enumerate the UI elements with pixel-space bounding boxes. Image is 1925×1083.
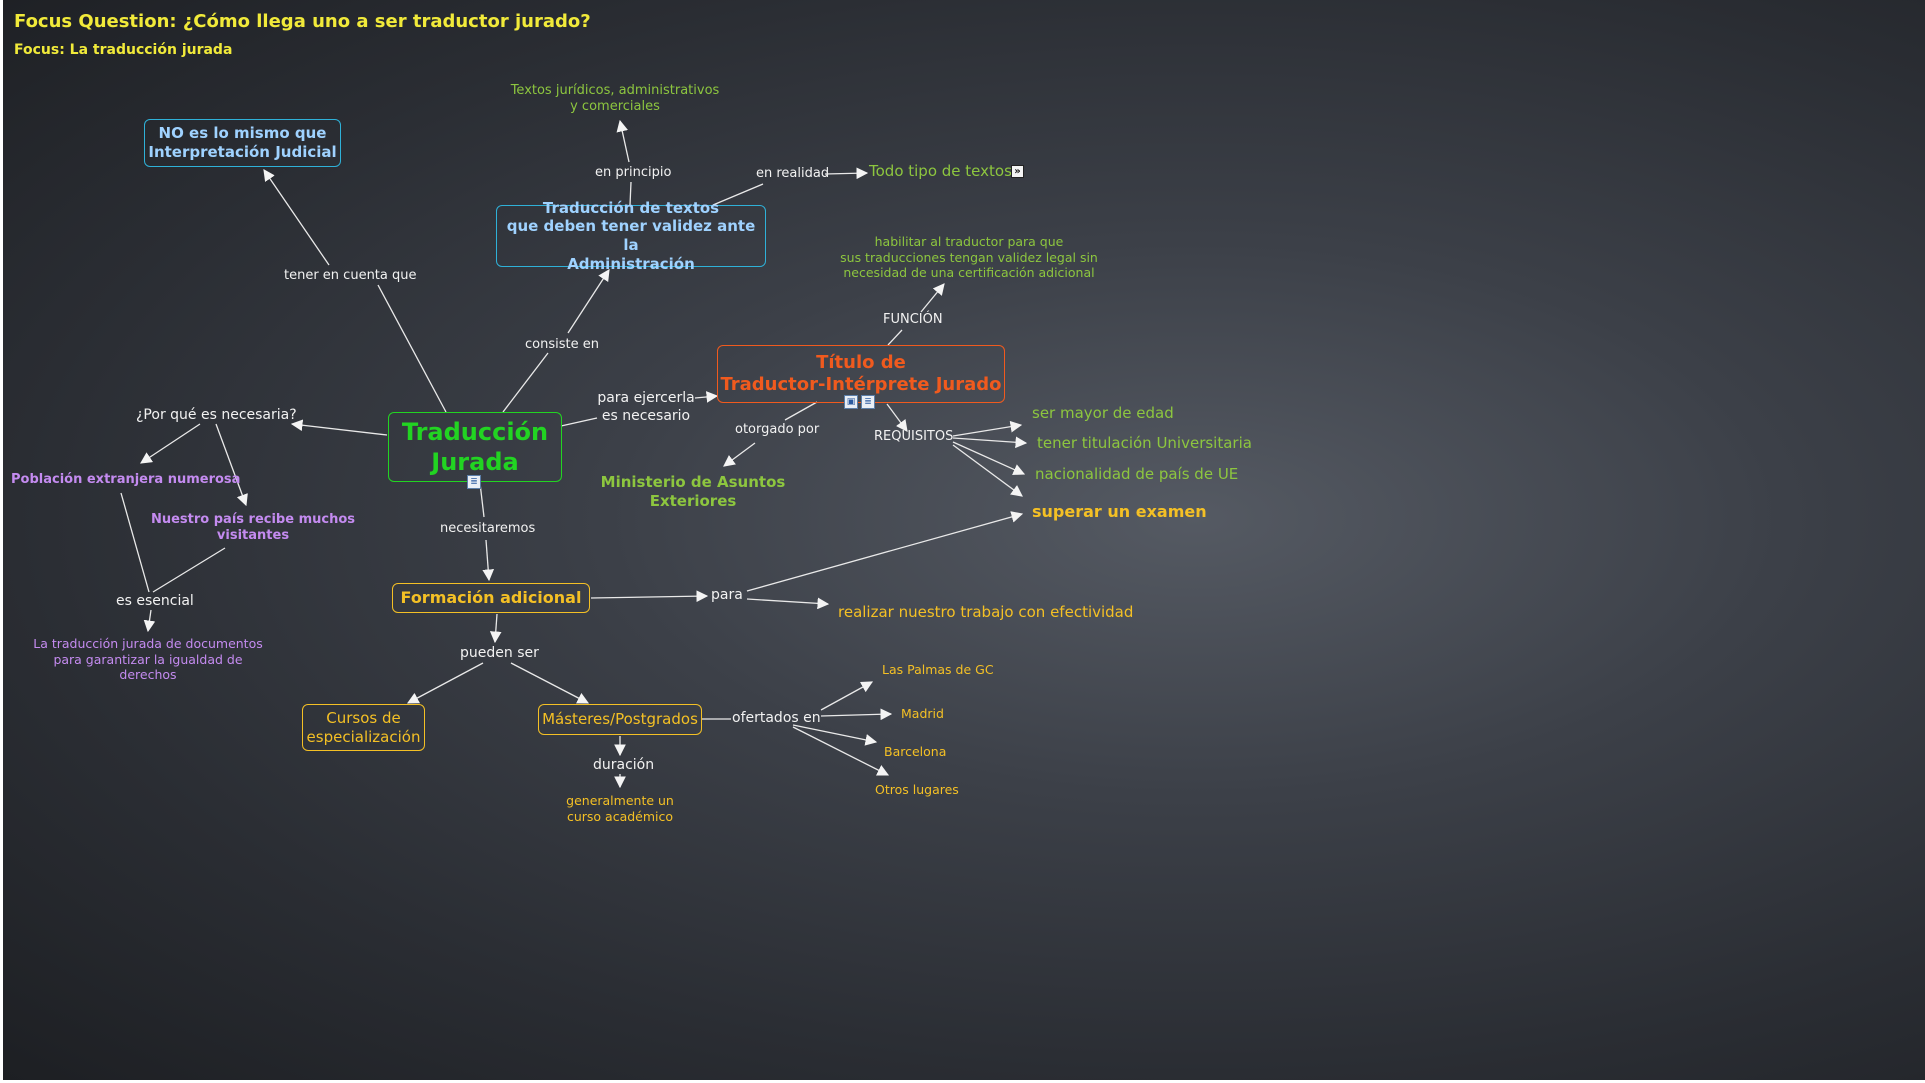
- link-ofertados-en[interactable]: ofertados en: [732, 710, 821, 726]
- link-requisitos[interactable]: REQUISITOS: [874, 429, 954, 444]
- concept-textos-juridicos[interactable]: Textos jurídicos, administrativos y come…: [510, 83, 720, 115]
- document-icon[interactable]: ≣: [467, 475, 481, 489]
- concept-map-canvas[interactable]: Focus Question: ¿Cómo llega uno a ser tr…: [3, 0, 1925, 1080]
- link-por-que[interactable]: ¿Por qué es necesaria?: [136, 407, 297, 423]
- concept-otros-lugares[interactable]: Otros lugares: [875, 782, 959, 797]
- concept-igualdad[interactable]: La traducción jurada de documentos para …: [33, 636, 263, 683]
- concept-madrid[interactable]: Madrid: [901, 706, 944, 721]
- concept-titulacion[interactable]: tener titulación Universitaria: [1037, 434, 1252, 452]
- link-en-principio[interactable]: en principio: [595, 165, 672, 180]
- link-tener-en-cuenta[interactable]: tener en cuenta que: [284, 268, 417, 283]
- link-para[interactable]: para: [711, 587, 743, 603]
- concept-habilitar[interactable]: habilitar al traductor para que sus trad…: [840, 234, 1098, 281]
- concept-no-es-interpretacion[interactable]: NO es lo mismo que Interpretación Judici…: [144, 119, 341, 167]
- concept-nacionalidad[interactable]: nacionalidad de país de UE: [1035, 465, 1239, 483]
- concept-masteres[interactable]: Másteres/Postgrados: [538, 704, 702, 735]
- concept-las-palmas[interactable]: Las Palmas de GC: [882, 662, 994, 677]
- document-icon[interactable]: ≣: [861, 395, 875, 409]
- concept-poblacion[interactable]: Población extranjera numerosa: [11, 472, 241, 487]
- link-es-esencial[interactable]: es esencial: [116, 593, 194, 609]
- link-otorgado-por[interactable]: otorgado por: [735, 422, 820, 437]
- focus-question: Focus Question: ¿Cómo llega uno a ser tr…: [14, 11, 591, 32]
- image-icon[interactable]: ▣: [844, 395, 858, 409]
- link-pueden-ser[interactable]: pueden ser: [460, 645, 539, 661]
- concept-efectividad[interactable]: realizar nuestro trabajo con efectividad: [838, 603, 1134, 621]
- concept-ministerio[interactable]: Ministerio de Asuntos Exteriores: [600, 473, 786, 510]
- concept-mayor-edad[interactable]: ser mayor de edad: [1032, 404, 1174, 422]
- link-funcion[interactable]: FUNCIÓN: [883, 312, 943, 327]
- connection-lines: [120, 119, 1028, 789]
- link-necesitaremos[interactable]: necesitaremos: [440, 521, 536, 536]
- concept-academico[interactable]: generalmente un curso académico: [566, 793, 674, 824]
- concept-todo-tipo[interactable]: Todo tipo de textos: [869, 162, 1012, 180]
- expand-arrow-icon[interactable]: »: [1011, 165, 1024, 178]
- link-consiste-en[interactable]: consiste en: [525, 337, 599, 352]
- link-en-realidad[interactable]: en realidad: [756, 166, 830, 181]
- link-para-ejercerla[interactable]: para ejercerla es necesario: [597, 390, 695, 424]
- concept-barcelona[interactable]: Barcelona: [884, 744, 947, 759]
- concept-formacion[interactable]: Formación adicional: [392, 583, 590, 613]
- concept-superar-examen[interactable]: superar un examen: [1032, 502, 1207, 521]
- concept-cursos[interactable]: Cursos de especialización: [302, 704, 425, 751]
- link-duracion[interactable]: duración: [593, 757, 655, 773]
- concept-traduccion-textos[interactable]: Traducción de textos que deben tener val…: [496, 199, 766, 273]
- concept-visitantes[interactable]: Nuestro país recibe muchos visitantes: [150, 512, 356, 544]
- concept-traduccion-jurada[interactable]: Traducción Jurada: [388, 412, 562, 482]
- focus-label: Focus: La traducción jurada: [14, 42, 233, 58]
